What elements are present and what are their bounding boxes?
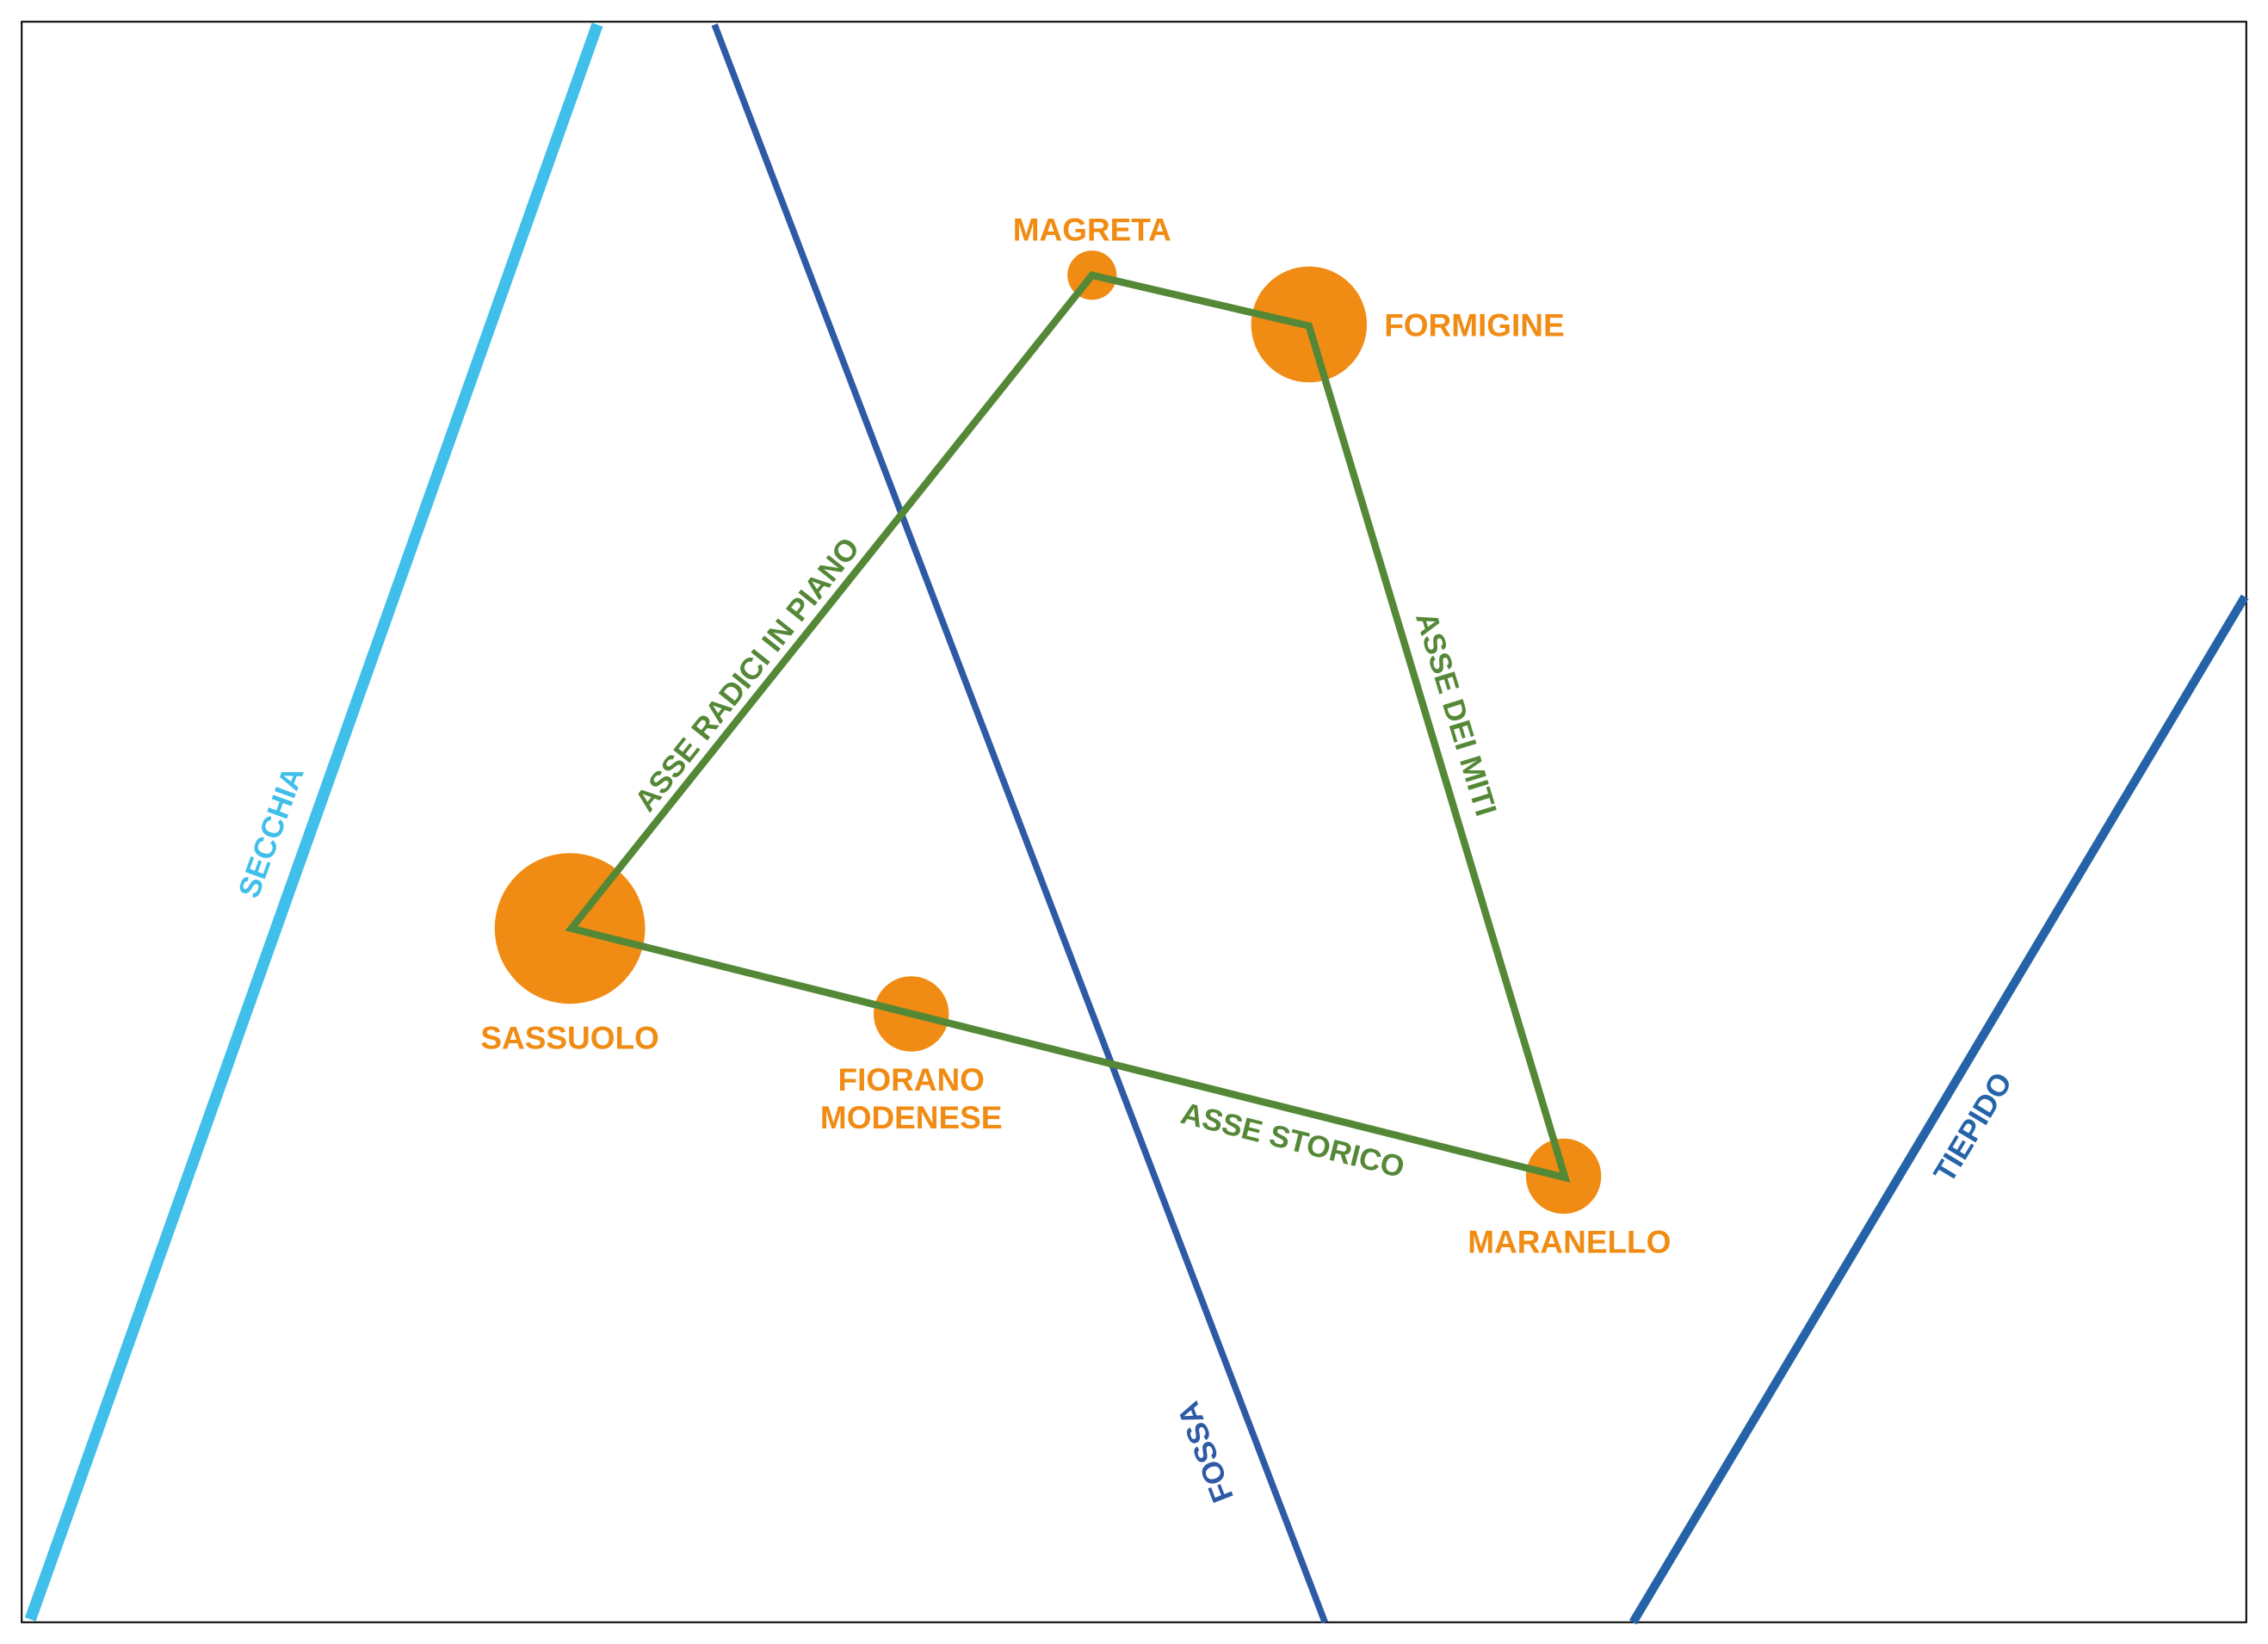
town-label-fiorano-line2: MODENESE bbox=[820, 1100, 1003, 1135]
river-secchia bbox=[24, 22, 603, 1622]
river-label-tiepido: TIEPIDO bbox=[1927, 1066, 2018, 1188]
axis-label-radici: ASSE RADICI IN PIANO bbox=[628, 531, 866, 818]
river-fossa bbox=[711, 23, 1328, 1624]
town-label-magreta: MAGRETA bbox=[1013, 212, 1171, 247]
town-label-formigine: FORMIGINE bbox=[1384, 307, 1564, 343]
river-label-fossa: FOSSA bbox=[1171, 1397, 1240, 1507]
town-label-maranello: MARANELLO bbox=[1468, 1225, 1671, 1260]
frame bbox=[21, 21, 2247, 1623]
axes-quadrilateral bbox=[565, 271, 1571, 1184]
town-label-fiorano-line1: FIORANO bbox=[837, 1062, 984, 1097]
town-label-sassuolo: SASSUOLO bbox=[480, 1020, 658, 1055]
river-tiepido bbox=[1628, 594, 2249, 1625]
